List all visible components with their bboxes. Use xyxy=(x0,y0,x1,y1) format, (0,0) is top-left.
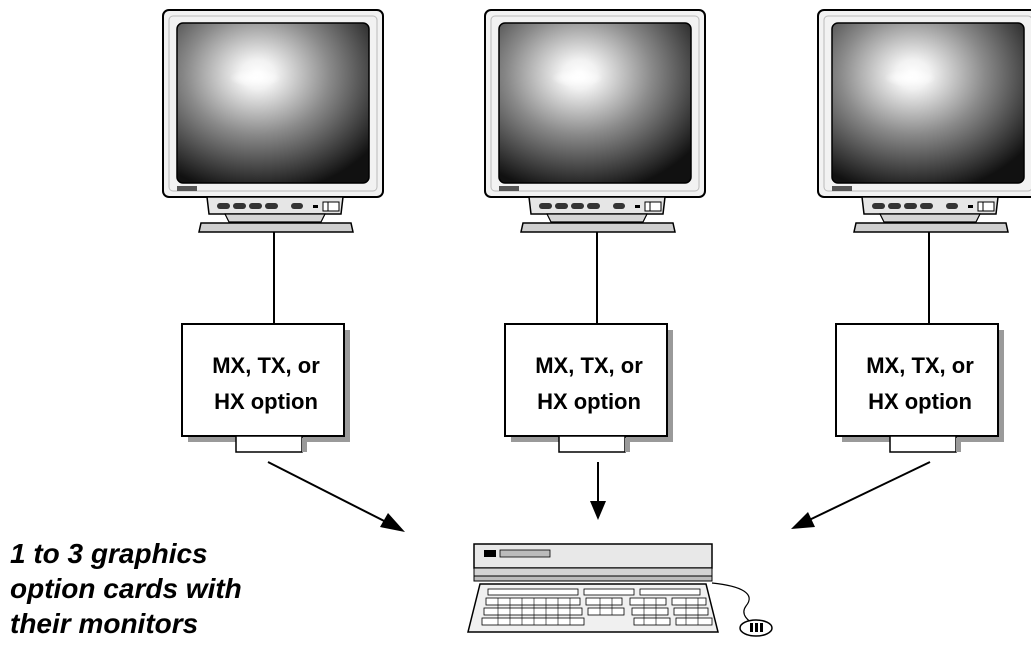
mouse-icon xyxy=(739,619,773,637)
card-label-line1: MX, TX, or xyxy=(535,353,643,378)
card-label-line2: HX option xyxy=(537,389,641,414)
keyboard-icon xyxy=(467,583,719,633)
arrow-3 xyxy=(791,461,931,529)
caption-line3: their monitors xyxy=(10,608,199,639)
crt-monitor-icon xyxy=(817,9,1031,233)
monitor-3 xyxy=(817,9,1031,233)
card-label-3: MX, TX, or HX option xyxy=(836,348,1004,420)
caption: 1 to 3 graphics option cards with their … xyxy=(10,536,310,641)
card-label-line2: HX option xyxy=(214,389,318,414)
workstation-icon xyxy=(473,543,713,582)
arrow-2 xyxy=(590,462,606,520)
crt-monitor-icon xyxy=(484,9,706,233)
monitor-1 xyxy=(162,9,384,233)
card-label-line1: MX, TX, or xyxy=(866,353,974,378)
monitor-2 xyxy=(484,9,706,233)
crt-monitor-icon xyxy=(162,9,384,233)
card-label-line2: HX option xyxy=(868,389,972,414)
caption-line1: 1 to 3 graphics xyxy=(10,538,208,569)
arrow-1 xyxy=(267,461,405,532)
workstation xyxy=(467,543,773,637)
mouse-cable xyxy=(711,582,757,625)
card-label-line1: MX, TX, or xyxy=(212,353,320,378)
card-label-1: MX, TX, or HX option xyxy=(182,348,350,420)
card-label-2: MX, TX, or HX option xyxy=(505,348,673,420)
caption-line2: option cards with xyxy=(10,573,242,604)
